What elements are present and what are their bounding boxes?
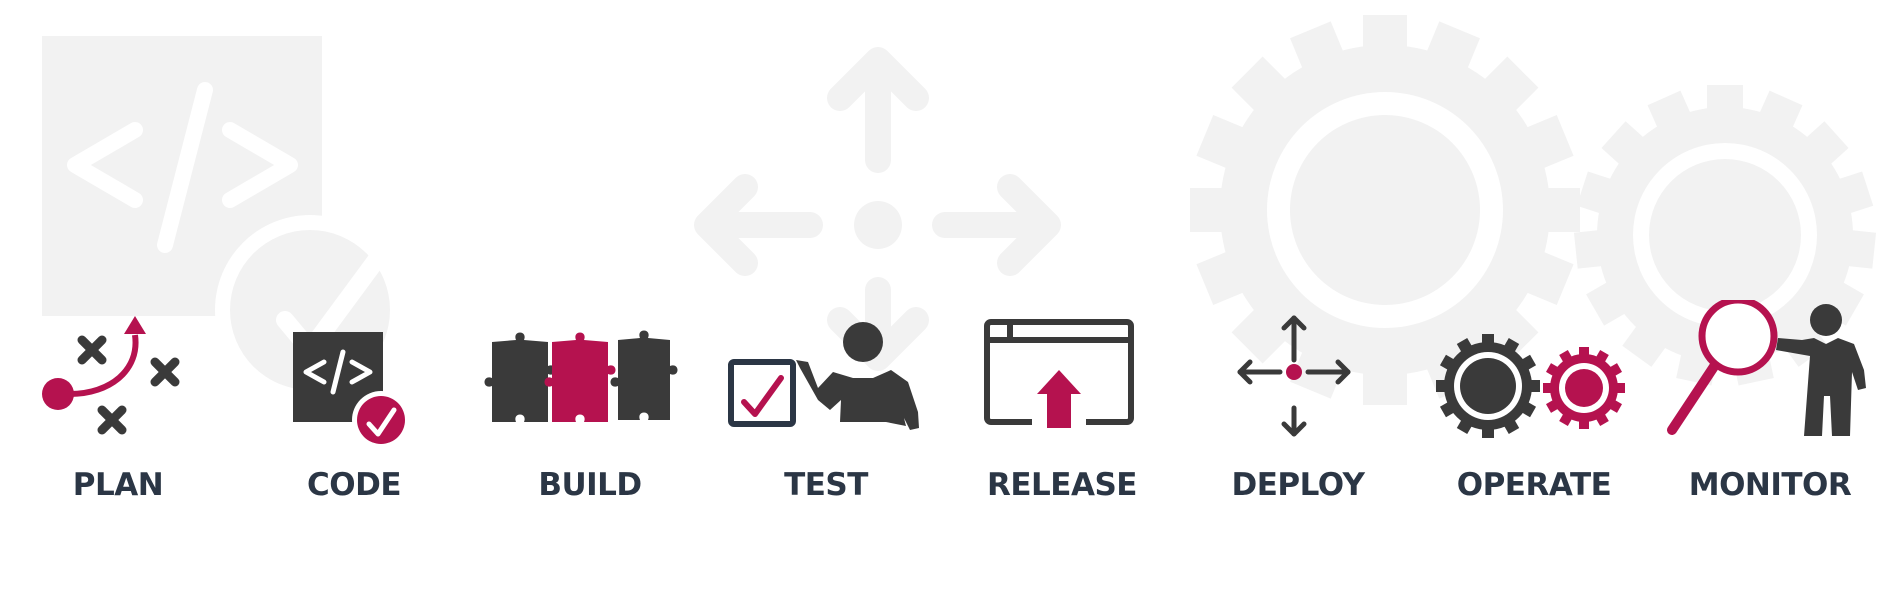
stage-build: BUILD [472,0,708,600]
plan-roadmap-icon [42,316,180,435]
stage-monitor: MONITOR [1652,0,1888,600]
tester-checkbox-icon [728,322,919,430]
stage-label-monitor: MONITOR [1688,467,1852,503]
code-check-icon [293,332,410,449]
browser-upload-icon [984,319,1134,428]
stage-label-build: BUILD [538,467,642,503]
magnifier-person-icon [1667,300,1866,436]
stage-label-deploy: DEPLOY [1231,467,1365,503]
stage-release: RELEASE [944,0,1180,600]
stage-label-operate: OPERATE [1456,467,1612,503]
gears-icon [1436,334,1625,438]
stage-label-release: RELEASE [987,467,1137,503]
stage-code: CODE [236,0,472,600]
stage-label-test: TEST [784,467,868,503]
stage-operate: OPERATE [1416,0,1652,600]
stage-deploy: DEPLOY [1180,0,1416,600]
stage-label-plan: PLAN [72,467,164,503]
stage-plan: PLAN [0,0,236,600]
stage-test: TEST [708,0,944,600]
puzzle-pieces-icon [484,330,678,422]
stage-label-code: CODE [306,467,402,503]
deploy-arrows-icon [1237,315,1351,437]
